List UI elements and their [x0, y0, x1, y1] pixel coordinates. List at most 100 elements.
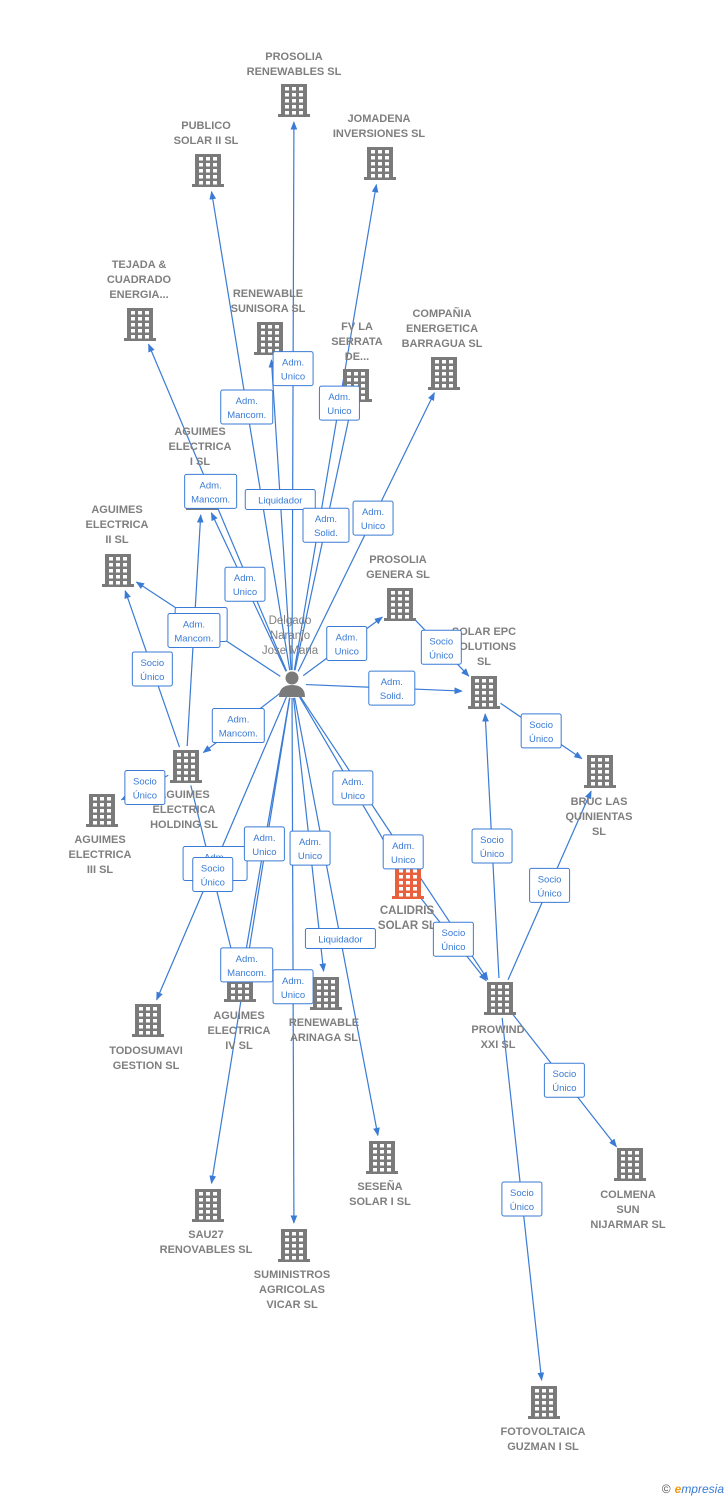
company-label: SOLAR EPC	[452, 626, 516, 638]
edge-label-box	[192, 857, 234, 893]
company-label: COMPAÑIA	[412, 307, 471, 320]
edge-label-person-to-prowind: Adm.Unico	[382, 834, 424, 870]
company-label: PROSOLIA	[369, 554, 427, 566]
company-label: CALIDRIS	[380, 905, 435, 917]
edge-label-text: Adm.	[381, 677, 403, 688]
edge-label-person-to-suministros: Adm.Unico	[272, 969, 314, 1005]
company-node-fv-la-serrata[interactable]: FV LASERRATADE...	[331, 321, 383, 402]
copyright-symbol: ©	[661, 1482, 671, 1496]
building-icon[interactable]	[254, 322, 286, 355]
company-label: SUN	[616, 1204, 639, 1216]
building-icon[interactable]	[124, 308, 156, 341]
building-icon[interactable]	[584, 755, 616, 788]
building-icon[interactable]	[132, 1004, 164, 1037]
building-icon[interactable]	[484, 982, 516, 1015]
person-label: Naranjo	[270, 630, 310, 642]
building-icon[interactable]	[384, 588, 416, 621]
edge-label-box	[184, 473, 238, 509]
edge-label-text: Mancom.	[227, 968, 266, 979]
company-label: SUNISORA SL	[231, 303, 306, 315]
edge-label-text: Adm.	[200, 480, 222, 491]
company-label: PROSOLIA	[265, 51, 323, 63]
company-label: SUMINISTROS	[254, 1269, 330, 1281]
company-label: TEJADA &	[112, 259, 167, 271]
edge-label-box	[471, 828, 513, 864]
edge-label-person-to-compania-energetica: Adm.Unico	[352, 500, 394, 536]
edge-label-box	[368, 670, 416, 706]
company-label: AGUIMES	[74, 834, 125, 846]
edge-label-text: Unico	[233, 587, 257, 598]
company-node-tejada-cuadrado[interactable]: TEJADA &CUADRADOENERGIA...	[107, 259, 172, 341]
edge-label-person-to-tejada-cuadrado: Adm.Mancom.	[184, 473, 238, 509]
building-icon[interactable]	[614, 1148, 646, 1181]
edge-label-box	[326, 625, 368, 661]
building-icon[interactable]	[392, 866, 424, 899]
company-label: COLMENA	[600, 1189, 656, 1201]
edge-label-person-to-calidris: Adm.Unico	[332, 770, 374, 806]
building-icon[interactable]	[366, 1141, 398, 1174]
building-icon[interactable]	[192, 1189, 224, 1222]
edge-label-box	[432, 921, 474, 957]
building-icon[interactable]	[310, 977, 342, 1010]
edge-label-box	[289, 830, 331, 866]
company-label: ELECTRICA	[153, 804, 216, 816]
building-icon[interactable]	[192, 154, 224, 187]
person-label: Jose Maria	[262, 645, 319, 657]
company-label: FOTOVOLTAICA	[501, 1426, 586, 1438]
edge-label-person-to-sesena-solar: Liquidador	[304, 927, 376, 949]
edge-label-box	[318, 385, 360, 421]
building-icon[interactable]	[278, 1229, 310, 1262]
company-label: I SL	[190, 456, 210, 468]
company-label: JOMADENA	[348, 113, 411, 125]
edge-label-text: Adm.	[183, 619, 205, 630]
edge-label-text: Socio	[553, 1069, 577, 1080]
edge-label-text: Socio	[201, 864, 225, 875]
edge-label-text: Unico	[298, 851, 322, 862]
edge-label-text: Adm.	[342, 777, 364, 788]
building-icon[interactable]	[428, 357, 460, 390]
building-icon[interactable]	[170, 750, 202, 783]
brand-name: mpresia	[681, 1482, 724, 1496]
edge-label-text: Liquidador	[258, 495, 302, 506]
building-icon[interactable]	[278, 84, 310, 117]
edge-label-text: Socio	[133, 777, 157, 788]
edge-label-text: Unico	[335, 646, 359, 657]
building-icon[interactable]	[528, 1386, 560, 1419]
edge-label-box	[131, 651, 173, 687]
company-label: ARINAGA SL	[290, 1032, 358, 1044]
building-icon[interactable]	[86, 794, 118, 827]
company-label: AGRICOLAS	[259, 1284, 325, 1296]
edge-label-text: Solid.	[380, 691, 404, 702]
company-label: DE...	[345, 351, 369, 363]
building-icon[interactable]	[102, 554, 134, 587]
edge-label-box	[244, 488, 316, 510]
building-icon[interactable]	[468, 676, 500, 709]
building-icon[interactable]	[364, 147, 396, 180]
edge-label-box	[529, 867, 571, 903]
edge-label-box	[272, 969, 314, 1005]
